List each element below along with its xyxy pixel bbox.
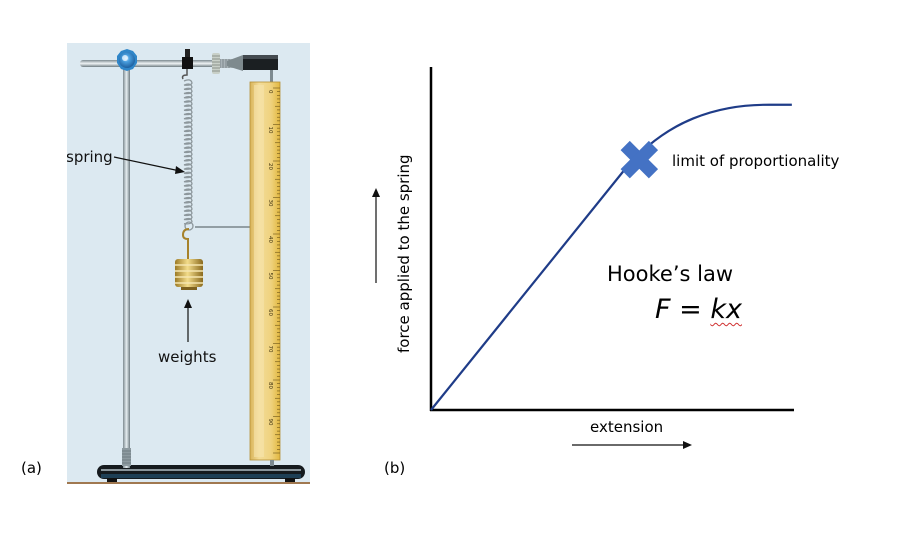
weights-label: weights: [158, 348, 217, 366]
formula-rhs: kx: [710, 294, 742, 325]
ruler-tick-label: 10: [267, 127, 273, 134]
spring-coil: [183, 129, 193, 137]
hookes-law-title: Hooke’s law: [607, 262, 733, 286]
weights-label-arrow: [184, 299, 192, 342]
spring-coil: [183, 108, 193, 116]
spring-coil: [183, 163, 193, 170]
hookes-law-formula: F = kx: [655, 294, 742, 325]
spring-coil: [183, 104, 193, 112]
ruler-clamp: [212, 53, 278, 82]
spring: [183, 79, 194, 231]
spring-coil: [183, 167, 193, 175]
spring-coil: [183, 175, 193, 183]
spring-clamp: [181, 49, 193, 80]
spring-coil: [183, 196, 193, 204]
spring-coil: [183, 87, 193, 95]
y-axis-label: force applied to the spring: [395, 154, 413, 353]
ruler-tick-label: 30: [267, 200, 273, 207]
spring-coil: [183, 159, 193, 166]
limit-of-proportionality-marker: [620, 140, 659, 179]
ruler-tick-label: 60: [267, 309, 273, 316]
spring-apparatus-illustration: 0 10 20 30 40 50 60 70 80 90 spring weights: [67, 43, 310, 484]
panel-a-tag: (a): [21, 459, 42, 477]
x-arrow-head-icon: [683, 441, 692, 449]
spring-coil: [183, 205, 193, 212]
panel-b-tag: (b): [384, 459, 406, 477]
y-arrow-head-icon: [372, 188, 380, 197]
spring-coil: [183, 125, 193, 133]
ruler-tick-label: 70: [267, 346, 273, 353]
cross-bar: [620, 140, 659, 179]
spring-coil: [183, 83, 193, 91]
spring-coil: [183, 184, 193, 191]
force-extension-curve: [430, 103, 792, 411]
spring-coil: [183, 171, 193, 179]
ruler-tick-label: 80: [267, 382, 273, 389]
spring-coil: [183, 138, 193, 145]
spring-label-arrow: [113, 156, 185, 174]
spring-coil: [183, 100, 193, 107]
spring-coil: [183, 180, 193, 187]
spring-coil: [183, 150, 193, 158]
ruler-tick-label: 40: [267, 236, 273, 243]
spring-coil: [183, 112, 193, 120]
stand-base: [67, 465, 310, 484]
spring-coil: [183, 154, 193, 162]
spring-coil: [183, 192, 193, 200]
spring-coil: [183, 133, 193, 141]
ruler-tick-label: 0: [267, 90, 273, 94]
formula-lhs: F =: [655, 294, 711, 325]
apparatus-svg: 0 10 20 30 40 50 60 70 80 90: [67, 49, 310, 484]
ruler: 0 10 20 30 40 50 60 70 80 90: [249, 81, 281, 466]
spring-coil: [183, 146, 193, 154]
spring-coil: [183, 188, 193, 196]
spring-coil: [183, 142, 193, 149]
spring-coil: [183, 96, 193, 103]
clamp-knob: [117, 49, 137, 71]
vertical-rod: [122, 58, 131, 468]
spring-coil: [183, 201, 193, 208]
spring-coil: [183, 121, 193, 128]
ruler-tick-label: 50: [267, 273, 273, 280]
spring-coil: [183, 217, 193, 225]
spring-coil: [183, 213, 193, 221]
spring-label: spring: [67, 148, 113, 166]
spring-coil: [183, 79, 193, 86]
spring-coil: [183, 91, 193, 99]
spring-coil: [183, 209, 193, 217]
ruler-tick-label: 90: [267, 419, 273, 426]
x-axis-label: extension: [590, 418, 664, 436]
spring-coil: [183, 117, 193, 124]
weights: [175, 228, 203, 290]
limit-of-proportionality-label: limit of proportionality: [672, 152, 840, 170]
ruler-tick-label: 20: [267, 163, 273, 170]
